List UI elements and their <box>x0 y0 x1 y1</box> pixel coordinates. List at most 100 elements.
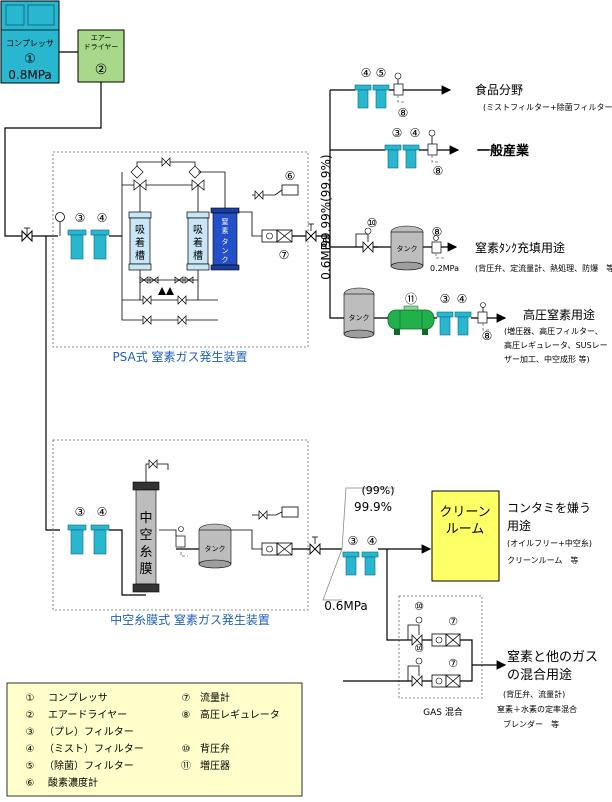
general-regulator-label: ⑧ <box>433 164 444 178</box>
food-title: 食品分野 <box>475 82 523 97</box>
general-filter-label-4: ④ <box>410 126 421 140</box>
tank-fill-tank-label: タンク <box>397 244 418 253</box>
high-pressure-note-3: ザー加工、中空成形 等) <box>504 354 590 364</box>
psa-lower-valves-icon <box>139 276 198 325</box>
adsorber-left-char-3: 槽 <box>135 249 145 262</box>
clean-title-1: コンタミを嫌う <box>507 501 591 515</box>
membrane-box <box>52 439 309 611</box>
adsorber-left-char-2: 着 <box>135 236 145 249</box>
general-filters-icon <box>384 144 420 169</box>
membrane-tank-label: タンク <box>205 544 226 553</box>
clean-title-2: 用途 <box>507 518 531 533</box>
food-regulator-icon <box>393 72 406 103</box>
adsorber-right-char-3: 槽 <box>193 249 203 262</box>
booster-label: ⑪ <box>405 292 417 306</box>
membrane-outlet-valve-icon <box>309 536 321 556</box>
legend-text-5: （除菌）フィルター <box>44 759 134 772</box>
legend-num-10: ⑩ <box>182 744 191 755</box>
compressor: コンプレッサ ① 0.8MPa <box>0 0 60 84</box>
mixing-title-2: の混合用途 <box>507 667 572 683</box>
psa-flowmeter-icon <box>261 229 293 243</box>
compressor-pressure: 0.8MPa <box>8 68 52 82</box>
legend-num-6: ⑥ <box>26 778 35 789</box>
main-valve-icon <box>21 227 33 243</box>
legend: ① コンプレッサ ② エアードライヤー ③ （プレ）フィルター ④ （ミスト）フ… <box>6 682 303 797</box>
gas-mixing-box <box>398 595 483 699</box>
psa-filter-label-4: ④ <box>97 211 108 225</box>
legend-text-7: 流量計 <box>200 691 230 704</box>
mixing-note-1: (背圧弁、流量計) <box>503 689 565 699</box>
food-regulator-label: ⑧ <box>398 106 409 120</box>
tank-fill-pressure: 0.2MPa <box>430 264 459 273</box>
membrane-pressure: 0.6MPa <box>324 599 368 613</box>
legend-num-11: ⑪ <box>181 760 191 772</box>
food-filter-label-4: ④ <box>361 66 372 80</box>
membrane-tank: タンク <box>198 523 232 569</box>
clean-room-label-1: クリーン <box>439 505 490 520</box>
mixing-backpressure-valve-1-icon <box>407 616 423 646</box>
high-pressure-note-2: 高圧レギュレータ、SUSレー <box>504 340 608 350</box>
clean-room-box: クリーン ルーム <box>431 490 500 582</box>
psa-outlet-valve-icon <box>305 223 317 243</box>
food-filters-icon <box>354 84 390 109</box>
membrane-flowmeter-icon <box>261 542 293 556</box>
general-filter-label-3: ③ <box>392 126 403 140</box>
nitrogen-tank-char-5: ク <box>222 256 229 264</box>
hollow-fiber-char-2: 空 <box>139 528 152 543</box>
clean-filter-label-4: ④ <box>367 534 378 548</box>
food-note: (ミストフィルター+除菌フィルター) <box>483 102 612 112</box>
high-pressure-title: 高圧窒素用途 <box>523 307 595 322</box>
tank-fill-backpressure-valve-icon <box>355 227 374 253</box>
air-dryer-label-1: エアー <box>91 34 112 42</box>
adsorber-right-char-2: 着 <box>193 236 203 249</box>
mixing-valve-label-2: ⑩ <box>414 642 424 655</box>
compressor-number: ① <box>24 52 36 67</box>
legend-text-8: 高圧レギュレータ <box>200 708 280 721</box>
nitrogen-tank-char-2: 素 <box>222 226 229 235</box>
adsorber-right-char-1: 吸 <box>193 225 203 236</box>
membrane-title: 中空糸膜式 窒素ガス発生装置 <box>110 612 270 627</box>
legend-num-2: ② <box>26 710 35 721</box>
membrane-oxygen-meter-icon <box>258 506 299 520</box>
nitrogen-tank-char-4: ン <box>222 247 229 255</box>
psa-purity-label: 99.99%(99.9%) <box>319 154 333 247</box>
legend-num-4: ④ <box>26 744 35 755</box>
booster-icon <box>387 305 435 335</box>
clean-filter-label-3: ③ <box>348 534 359 548</box>
mixing-flowmeter-2-icon <box>431 674 461 688</box>
membrane-filter-label-3: ③ <box>75 505 86 519</box>
legend-text-3: （プレ）フィルター <box>44 726 134 738</box>
high-pressure-filters-icon <box>436 311 472 336</box>
legend-num-7: ⑦ <box>182 693 191 704</box>
hollow-fiber-char-4: 膜 <box>139 562 152 577</box>
psa-oxygen-meter-label: ⑥ <box>285 169 296 183</box>
psa-filter-3-icon <box>67 229 87 260</box>
mixing-title-1: 窒素と他のガス <box>507 649 598 665</box>
high-pressure-filter-label-4: ④ <box>457 292 468 306</box>
high-pressure-note-1: (増圧器、高圧フィルター、 <box>504 326 603 336</box>
mixing-note-2: 窒素＋水素の定率混合 <box>497 704 577 714</box>
membrane-top-valve-icon <box>148 459 158 469</box>
air-dryer-label-2: ドライヤー <box>84 43 119 51</box>
high-pressure-tank: タンク <box>343 287 375 339</box>
clean-room-label-2: ルーム <box>446 522 485 537</box>
legend-text-2: エアードライヤー <box>48 709 127 721</box>
mixing-flowmeter-1-icon <box>431 633 461 647</box>
hollow-fiber-char-3: 糸 <box>139 545 152 560</box>
mixing-note-3: ブレンダー 等 <box>503 719 559 729</box>
clean-note-1: (オイルフリー+中空糸) <box>507 538 592 548</box>
tank-fill-valve-label: ⑩ <box>367 216 378 230</box>
legend-num-8: ⑧ <box>182 710 191 721</box>
tank-fill-tank: タンク <box>390 225 424 271</box>
legend-num-1: ① <box>26 693 35 704</box>
adsorber-left-char-1: 吸 <box>135 225 145 236</box>
general-regulator-icon <box>427 129 440 163</box>
membrane-regulator-icon <box>175 526 188 557</box>
adsorber-right: 吸 着 槽 <box>186 211 210 271</box>
high-pressure-regulator-icon <box>477 302 490 331</box>
hollow-fiber-module: 中 空 糸 膜 <box>132 481 160 593</box>
legend-text-10: 背圧弁 <box>200 742 230 755</box>
compressor-label: コンプレッサ <box>6 39 54 48</box>
psa-gauge-icon <box>55 212 65 236</box>
